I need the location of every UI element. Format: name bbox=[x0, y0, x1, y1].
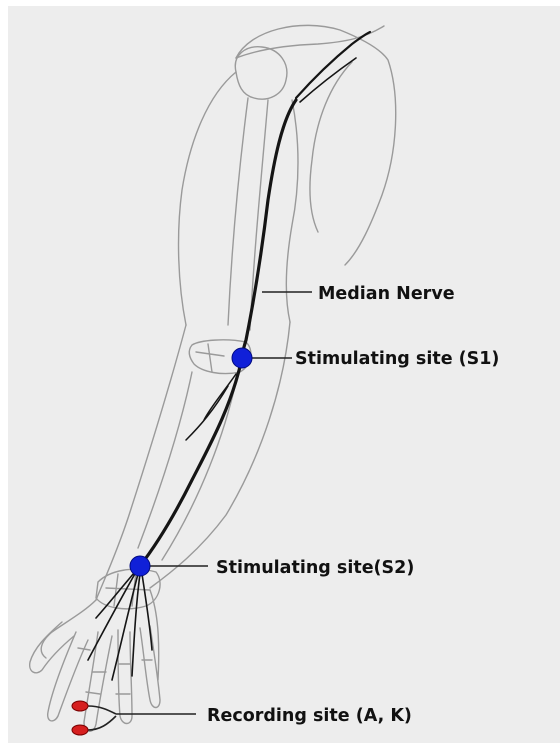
s2-label: Stimulating site(S2) bbox=[216, 558, 414, 578]
s1-marker bbox=[232, 348, 252, 368]
median-nerve-label: Median Nerve bbox=[318, 284, 455, 304]
recording-label: Recording site (A, K) bbox=[207, 706, 412, 726]
diagram-panel bbox=[8, 6, 560, 743]
s1-label: Stimulating site (S1) bbox=[295, 349, 499, 369]
recording-electrode-a bbox=[72, 701, 88, 711]
recording-electrode-k bbox=[72, 725, 88, 735]
s2-marker bbox=[130, 556, 150, 576]
